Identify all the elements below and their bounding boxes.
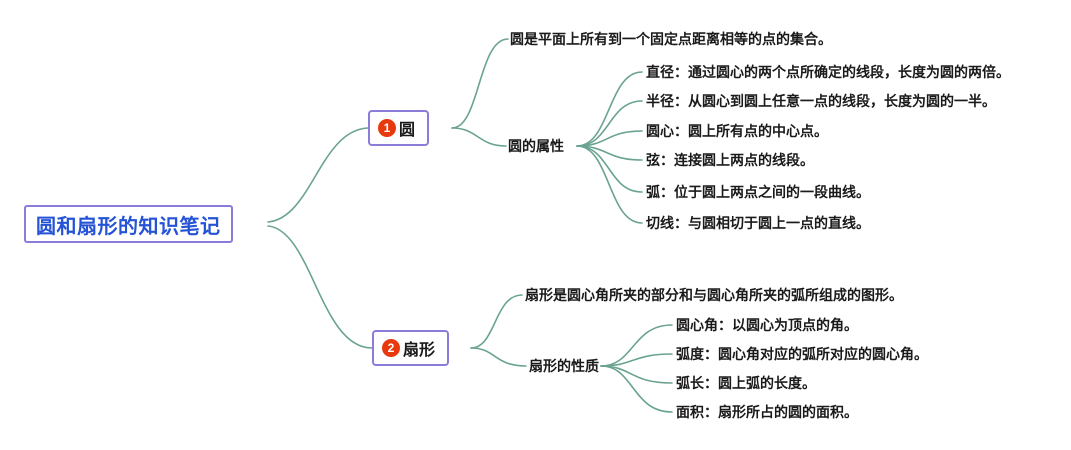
circle-attribute-center[interactable]: 圆心：圆上所有点的中心点。 [646,123,828,139]
circle-attribute-tangent[interactable]: 切线：与圆相切于圆上一点的直线。 [646,215,870,231]
circle-attributes-label[interactable]: 圆的属性 [508,138,564,154]
sector-properties-label[interactable]: 扇形的性质 [529,358,599,374]
edge-properties-item-4 [600,365,673,413]
topic-circle-label: 圆 [399,122,416,139]
edge-sector-to-definition [470,294,523,349]
root-node[interactable]: 圆和扇形的知识笔记 [24,205,233,243]
edge-properties-item-2 [600,353,673,367]
topic-node-sector[interactable]: 2 扇形 [372,330,450,366]
sector-property-arc-length[interactable]: 弧长：圆上弧的长度。 [676,375,816,391]
edge-attributes-item-1 [576,71,643,147]
sector-property-central-angle[interactable]: 圆心角：以圆心为顶点的角。 [676,317,858,333]
edge-attributes-item-3 [576,130,643,147]
topic-sector-number-badge: 2 [382,339,400,357]
edge-root-to-sector [267,225,373,349]
edge-attributes-item-6 [576,145,643,224]
root-label: 圆和扇形的知识笔记 [36,215,221,238]
circle-attribute-diameter[interactable]: 直径：通过圆心的两个点所确定的线段，长度为圆的两倍。 [646,64,1010,80]
edge-sector-to-properties [470,347,527,367]
edge-attributes-item-2 [576,100,643,147]
sector-property-radian[interactable]: 弧度：圆心角对应的弧所对应的圆心角。 [676,346,928,362]
edge-circle-to-attributes [451,127,507,147]
circle-attribute-arc[interactable]: 弧：位于圆上两点之间的一段曲线。 [646,184,870,200]
sector-definition-text[interactable]: 扇形是圆心角所夹的部分和与圆心角所夹的弧所组成的图形。 [525,287,903,303]
sector-property-area[interactable]: 面积：扇形所占的圆的面积。 [676,404,858,420]
circle-definition-text[interactable]: 圆是平面上所有到一个固定点距离相等的点的集合。 [510,31,832,47]
edge-circle-to-definition [451,38,509,129]
topic-node-circle[interactable]: 1 圆 [368,110,430,146]
edge-root-to-circle [267,127,369,223]
circle-attribute-radius[interactable]: 半径：从圆心到圆上任意一点的线段，长度为圆的一半。 [646,93,996,109]
circle-attribute-chord[interactable]: 弦：连接圆上两点的线段。 [646,152,814,168]
topic-circle-number-badge: 1 [378,119,396,137]
topic-sector-label: 扇形 [403,342,436,359]
edge-properties-item-1 [600,324,673,367]
